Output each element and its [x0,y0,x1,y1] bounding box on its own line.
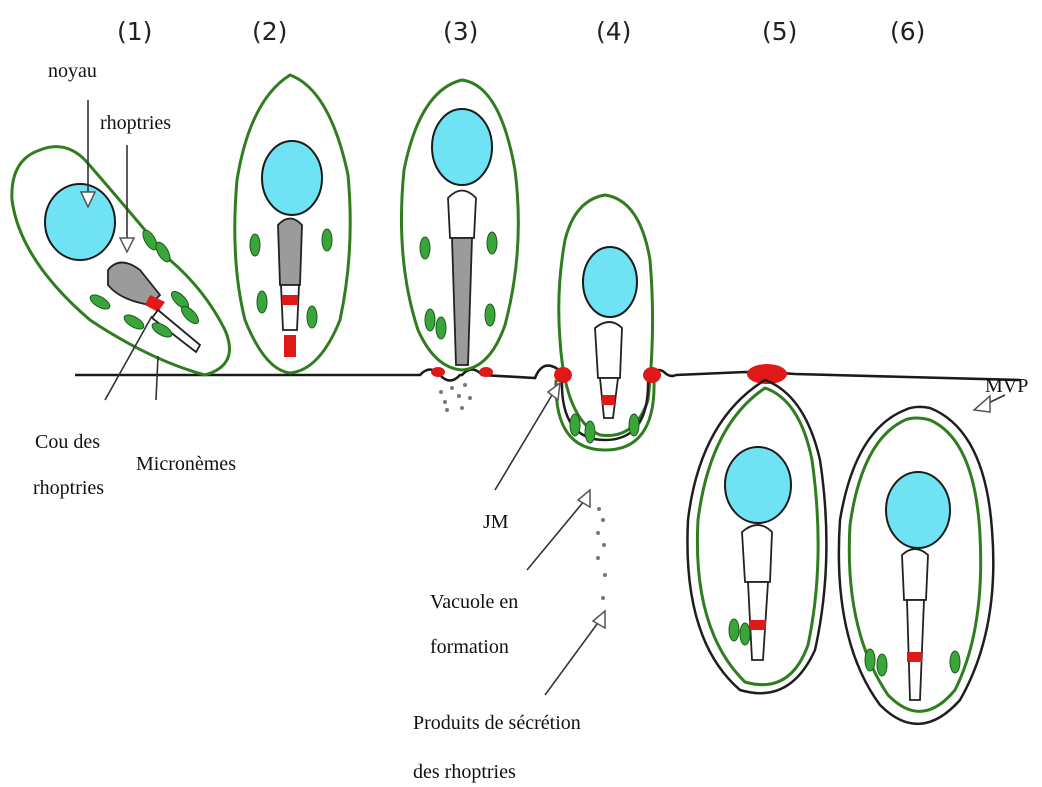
rhoptry-body [278,219,302,286]
nucleus [45,184,115,260]
nucleus [262,141,322,215]
rhoptry-body [595,322,622,378]
rhoptry-duct [907,600,924,700]
label-mvp: MVP [985,375,1028,397]
parasite-stage-6 [839,407,993,724]
stage-number-2: (2) [252,17,287,46]
label-vacuole-line1: Vacuole en [430,591,518,613]
nucleus [725,447,791,523]
stage-number-1: (1) [117,17,152,46]
rhoptry-neck [602,395,615,405]
moving-junction [554,367,572,383]
host-cell-membrane [75,366,1020,381]
parasite-stage-5 [687,364,826,693]
label-noyau: noyau [48,60,97,82]
stage-number-4: (4) [596,17,631,46]
label-produits-line2: des rhoptries [413,761,516,783]
parasite-stage-3 [401,80,518,412]
moving-junction [643,367,661,383]
parasite-stage-2 [235,75,350,373]
label-cou-line1: Cou des [35,431,100,453]
label-cou-line2: rhoptries [33,477,104,499]
rhoptry-neck [284,335,296,357]
stage-number-6: (6) [890,17,925,46]
nucleus [886,472,950,548]
label-produits-line1: Produits de sécrétion [413,712,581,734]
secretion-products [439,383,472,412]
moving-junction [479,367,493,377]
label-micronemes: Micronèmes [136,453,236,475]
micronemes [729,619,750,645]
rhoptry-body [448,191,476,239]
rhoptry-neck [282,295,298,305]
label-jm: JM [483,511,509,533]
rhoptry-body [902,549,928,600]
rhoptry-neck [749,620,766,630]
secretion-products [596,507,607,600]
nucleus [583,247,637,317]
stage-number-3: (3) [443,17,478,46]
rhoptry-neck [907,652,922,662]
label-rhoptries: rhoptries [100,112,171,134]
rhoptry-duct [281,285,299,330]
stage-numbers: (1) (2) (3) (4) (5) (6) [117,17,925,46]
parasite-stage-4 [554,195,661,600]
stage-number-5: (5) [762,17,797,46]
rhoptry-body [742,525,772,582]
label-pointers [81,100,1005,695]
moving-junction [431,367,445,377]
rhoptry-duct [452,238,472,365]
nucleus [432,109,492,185]
parasite-stage-1 [12,147,230,375]
label-vacuole-line2: formation [430,636,509,658]
